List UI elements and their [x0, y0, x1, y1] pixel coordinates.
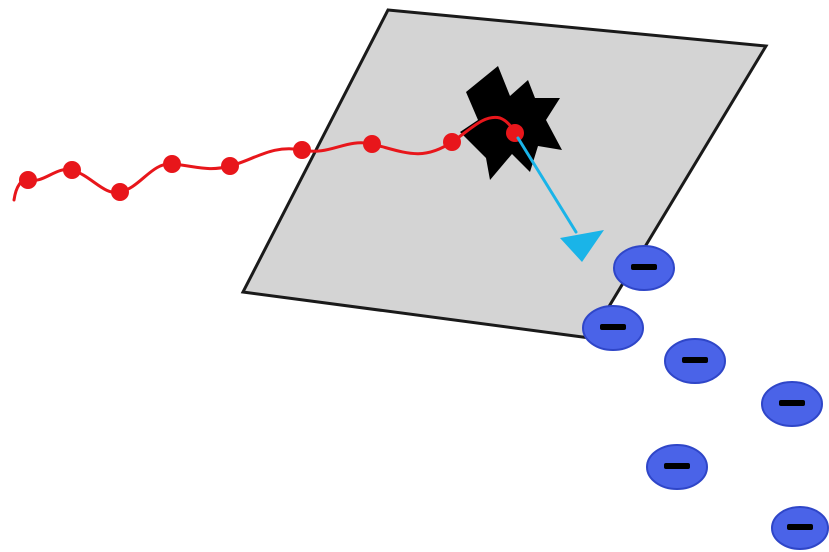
- electron: [761, 381, 823, 427]
- photon-particle: [363, 135, 381, 153]
- metal-plate: [240, 8, 769, 340]
- photon-particle: [111, 183, 129, 201]
- minus-sign: [664, 463, 690, 469]
- electron: [771, 506, 829, 550]
- minus-sign: [787, 524, 813, 530]
- emission-arrowhead: [560, 230, 604, 262]
- photon-particle: [221, 157, 239, 175]
- minus-sign: [779, 400, 805, 406]
- minus-sign: [682, 357, 708, 363]
- minus-sign: [600, 324, 626, 330]
- electron: [664, 338, 726, 384]
- impact-burst: [460, 66, 562, 180]
- photon-particle: [506, 124, 524, 142]
- minus-sign: [631, 264, 657, 270]
- emission-arrow-shaft: [516, 136, 578, 234]
- emission-arrow: [516, 136, 604, 262]
- photon-particle: [443, 133, 461, 151]
- photon-particle: [63, 161, 81, 179]
- photon-particle: [163, 155, 181, 173]
- photon-particle: [293, 141, 311, 159]
- electron: [646, 444, 708, 490]
- photon-particle: [19, 171, 37, 189]
- electron: [613, 245, 675, 291]
- electron: [582, 305, 644, 351]
- photon-particles: [19, 124, 524, 201]
